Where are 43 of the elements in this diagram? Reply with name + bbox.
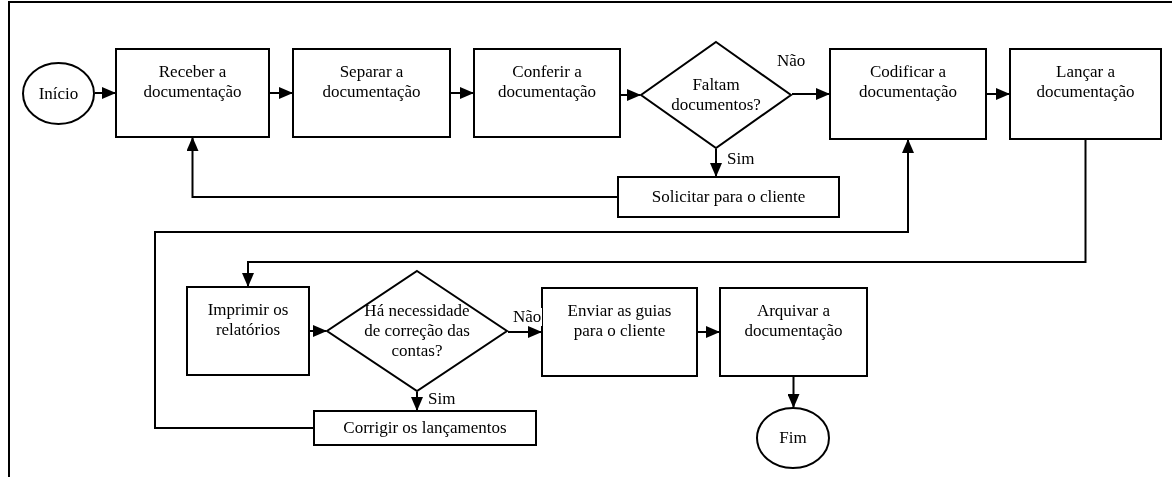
arrow [697,326,720,338]
arrow [94,87,116,99]
arrow [787,376,800,408]
arrow [269,87,293,99]
process-box [1009,48,1162,140]
step-label: Lançar a documentação [1035,62,1136,102]
step-label: Arquivar a documentação [743,301,844,341]
process-box [186,286,310,376]
process-box [719,287,868,377]
edge-label: Não [512,308,543,326]
process-box [541,287,698,377]
arrow [450,87,474,99]
step-label: Conferir a documentação [496,62,598,102]
step-label: Imprimir os relatórios [206,300,290,340]
decision-question: Há necessidade de correção das contas? [363,301,471,361]
arrow [507,326,542,338]
terminal-ellipse [22,62,95,125]
step-label: Receber a documentação [142,62,243,102]
step-label: Separar a documentação [321,62,422,102]
arrow [309,325,327,337]
step-label: Solicitar para o cliente [651,187,806,207]
process-box [829,48,987,140]
process-box [292,48,451,138]
decision-diamond [326,270,508,392]
decision-question: Faltam documentos? [670,75,762,115]
arrow [186,137,618,198]
process-box [473,48,621,138]
arrow [986,88,1010,100]
step-label: Codificar a documentação [857,62,959,102]
arrow [411,391,423,411]
step-label: Corrigir os lançamentos [343,418,507,438]
arrow [710,148,722,177]
terminal-ellipse [756,407,830,469]
step-label: Início [38,83,79,104]
arrow [154,139,914,429]
arrow [791,88,830,100]
process-box [115,48,270,138]
arrow [242,139,1087,287]
step-label: Fim [779,428,807,448]
process-box [313,410,537,446]
arrow [620,89,641,101]
step-label: Enviar as guias para o cliente [566,301,673,341]
process-box [617,176,840,218]
